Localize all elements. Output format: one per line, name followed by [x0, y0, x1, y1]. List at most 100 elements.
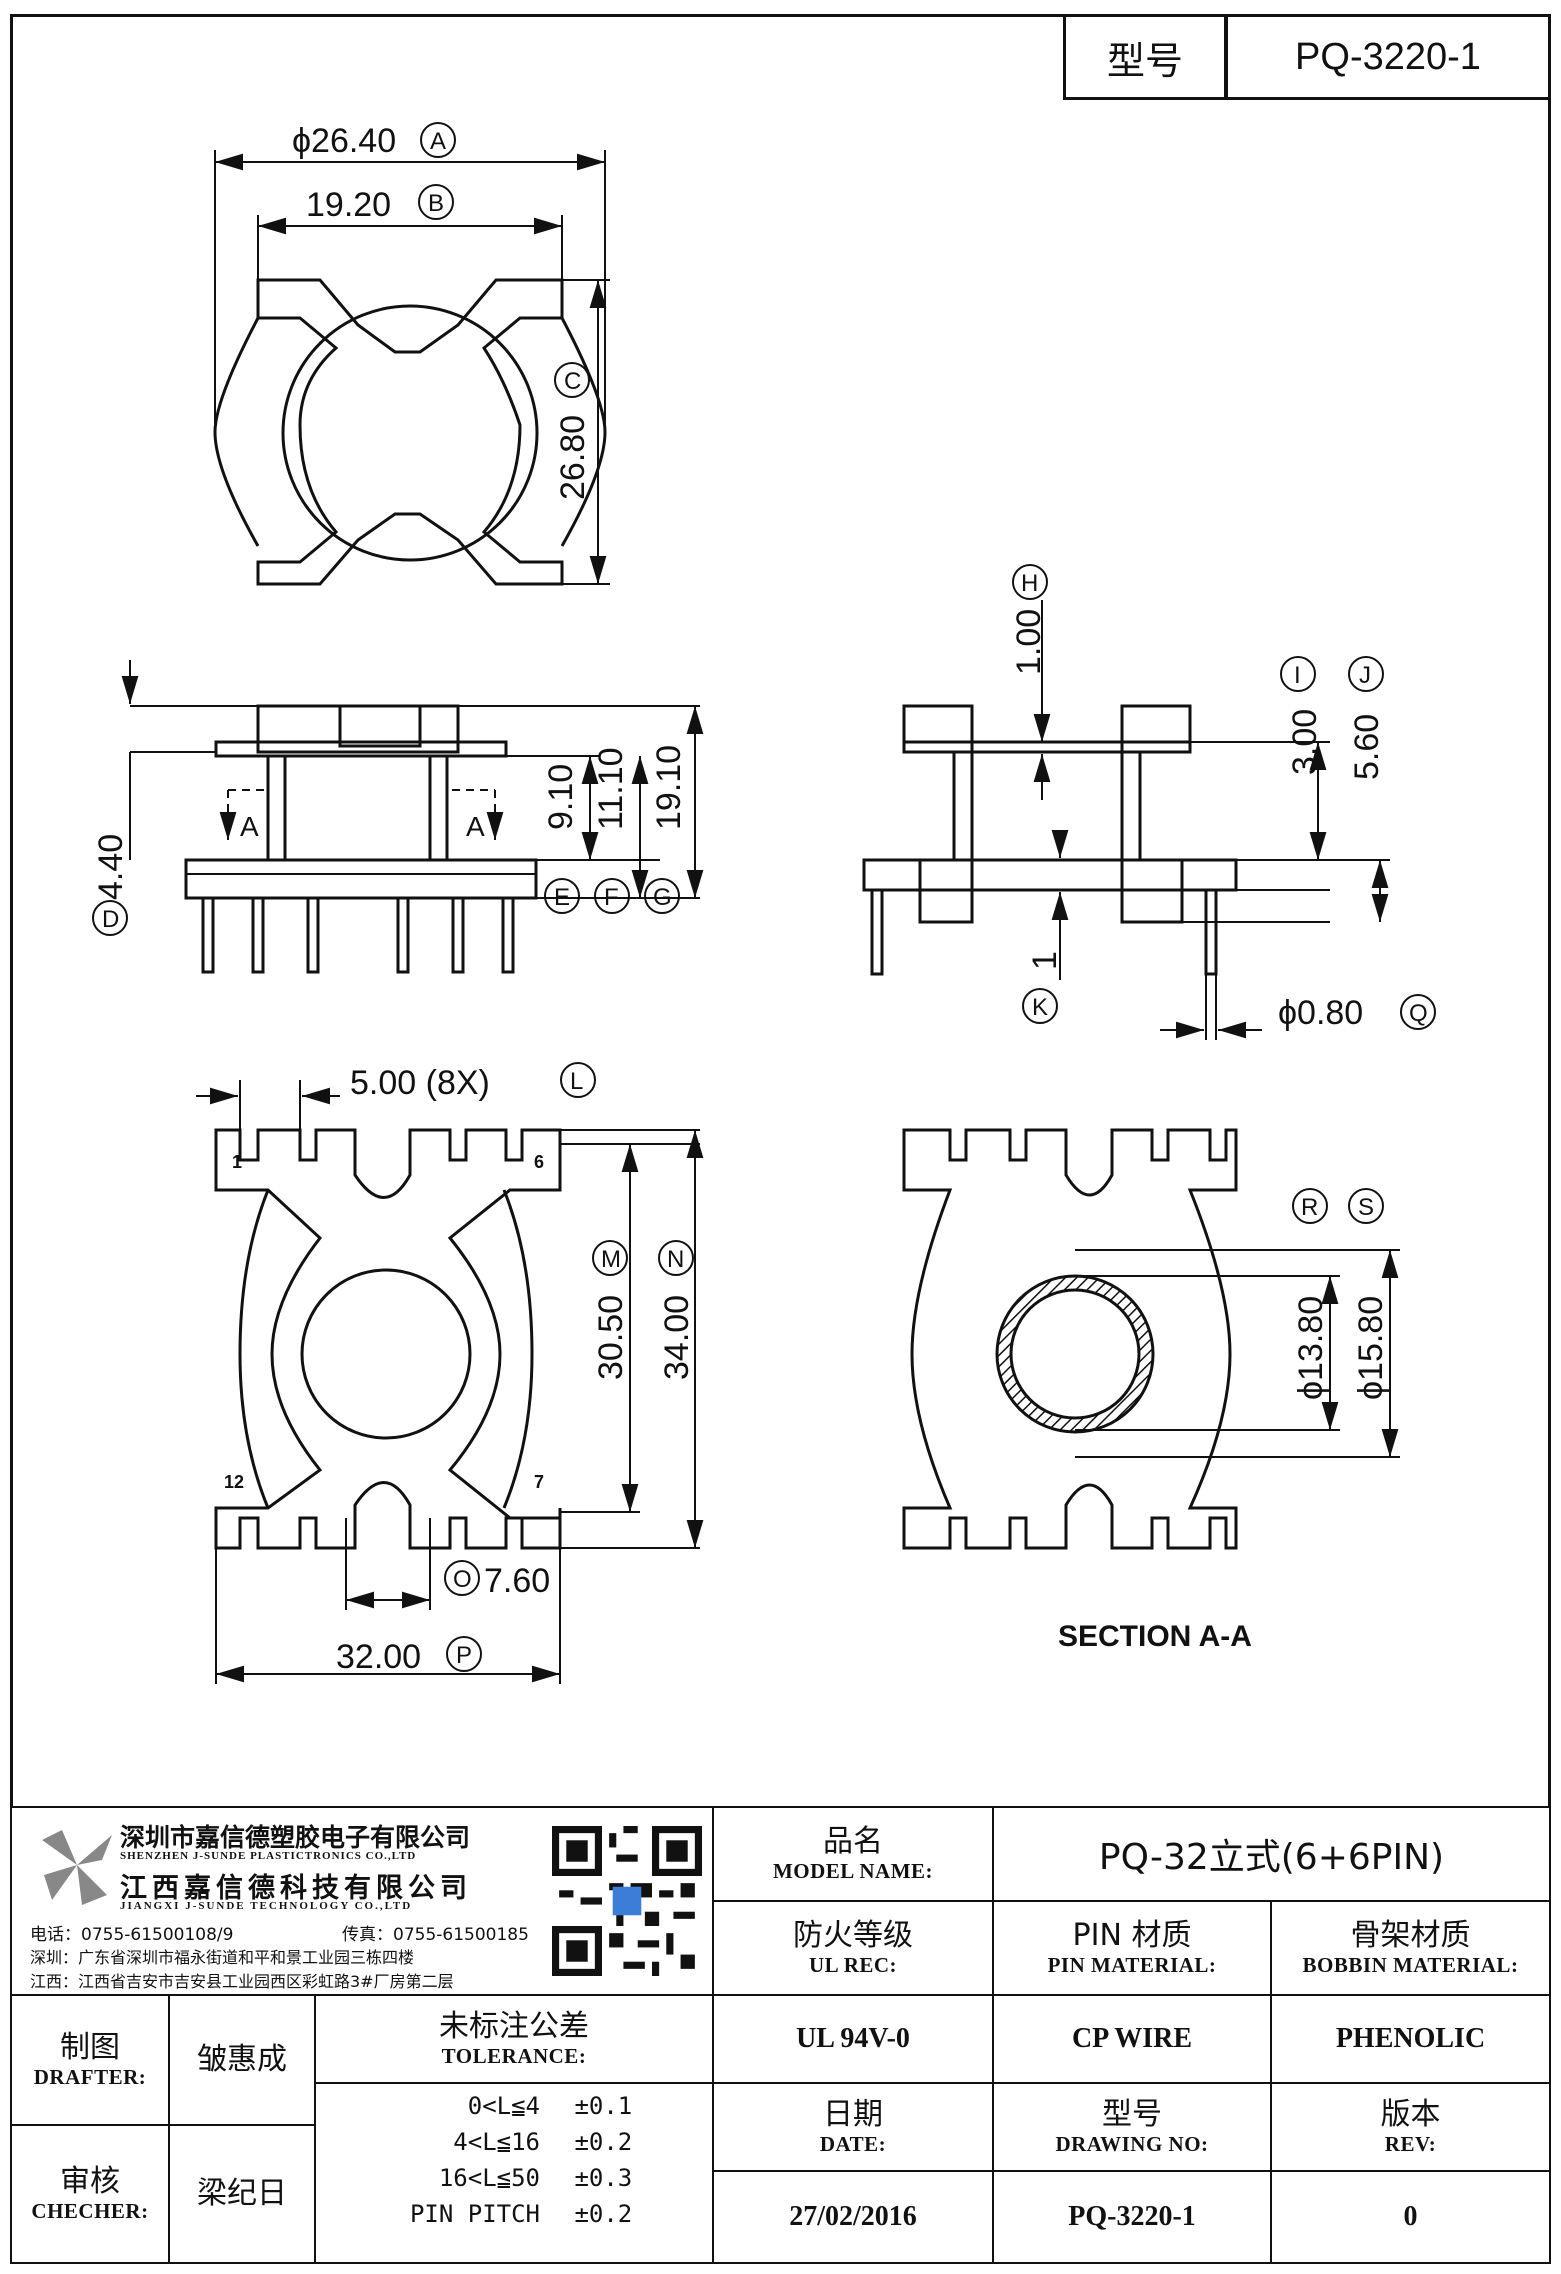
- rev-label-en: REV:: [1384, 2131, 1437, 2156]
- drawing-no-label-cell: 型号 DRAWING NO:: [992, 2082, 1272, 2172]
- dim-p-tag: P: [456, 1642, 472, 1669]
- dim-g-tag: G: [653, 884, 672, 911]
- qr-code-icon: [552, 1826, 702, 1976]
- dim-s-label: ϕ15.80: [1352, 1296, 1390, 1400]
- dim-h-tag: H: [1021, 570, 1038, 597]
- tolerance-row: 4<L≦16 ±0.2: [360, 2128, 660, 2156]
- tolerance-value: ±0.2: [574, 2200, 633, 2228]
- dim-e-tag: E: [554, 884, 570, 911]
- checker-value: 梁纪日: [197, 2175, 287, 2211]
- bobbin-material-label-en: BOBBIN MATERIAL:: [1302, 1952, 1519, 1977]
- dim-n-tag: N: [667, 1246, 684, 1273]
- header-model-value: PQ-3220-1: [1225, 14, 1551, 100]
- pin-material-value-cell: CP WIRE: [992, 1994, 1272, 2084]
- drafter-value: 皱惠成: [197, 2041, 287, 2077]
- dim-h-label: 1.00: [1010, 609, 1048, 675]
- section-mark-left: A: [240, 811, 259, 842]
- dim-e-label: 9.10: [542, 764, 580, 830]
- top-view: [213, 150, 610, 586]
- dim-b-tag: B: [428, 190, 444, 217]
- dim-j-tag: J: [1359, 662, 1371, 689]
- ul-label-en: UL REC:: [808, 1952, 898, 1977]
- pin-7-label: 7: [534, 1472, 544, 1492]
- company-addr-jx: 江西：江西省吉安市吉安县工业园西区彩虹路3#厂房第二层: [30, 1972, 454, 1991]
- model-name-label-cn: 品名: [823, 1824, 883, 1860]
- tolerance-row: PIN PITCH ±0.2: [360, 2200, 660, 2228]
- dim-q-tag: Q: [1409, 1000, 1428, 1027]
- drafter-label-cell: 制图 DRAFTER:: [10, 1994, 170, 2126]
- date-value: 27/02/2016: [789, 2201, 917, 2232]
- drawing-no-value-cell: PQ-3220-1: [992, 2170, 1272, 2264]
- dim-g-label: 19.10: [650, 745, 688, 830]
- bobbin-material-value: PHENOLIC: [1335, 2023, 1486, 2054]
- pin-material-value: CP WIRE: [1071, 2023, 1193, 2054]
- tolerance-label-cell: 未标注公差 TOLERANCE:: [314, 1994, 714, 2084]
- dim-n-label: 34.00: [658, 1295, 696, 1380]
- dim-d-label: 4.40: [92, 834, 130, 900]
- dim-o-label: 7.60: [484, 1562, 550, 1600]
- tolerance-range: 4<L≦16: [453, 2128, 540, 2156]
- drafter-value-cell: 皱惠成: [168, 1994, 316, 2126]
- dim-o-tag: O: [453, 1566, 472, 1593]
- section-side-view: [862, 600, 1390, 1040]
- company-name-en-2: JIANGXI J-SUNDE TECHNOLOGY CO.,LTD: [120, 1900, 413, 1912]
- dim-l-tag: L: [570, 1068, 583, 1095]
- bottom-view: [196, 1080, 704, 1684]
- ul-value-cell: UL 94V-0: [712, 1994, 994, 2084]
- drawing-no-value: PQ-3220-1: [1068, 2201, 1196, 2232]
- tolerance-row: 0<L≦4 ±0.1: [360, 2092, 660, 2120]
- dim-b-label: 19.20: [306, 186, 391, 224]
- rev-value-cell: 0: [1270, 2170, 1551, 2264]
- dim-s-tag: S: [1358, 1194, 1374, 1221]
- dimension-labels: ϕ26.40 A 19.20 B 26.80 C 4.40 D 9.10 11.…: [92, 122, 1436, 1676]
- tolerance-value: ±0.2: [574, 2128, 633, 2156]
- dim-j-label: 5.60: [1348, 714, 1386, 780]
- drafter-label-en: DRAFTER:: [33, 2064, 147, 2089]
- dim-k-label: 1: [1026, 951, 1064, 970]
- ul-label-cn: 防火等级: [793, 1918, 913, 1954]
- dim-r-label: ϕ13.80: [1292, 1296, 1330, 1400]
- dim-l-label: 5.00 (8X): [350, 1064, 490, 1102]
- tolerance-range: PIN PITCH: [409, 2200, 540, 2228]
- company-name-cn-1: 深圳市嘉信德塑胶电子有限公司: [120, 1823, 471, 1852]
- dim-c-tag: C: [564, 368, 581, 395]
- section-mark-right: A: [466, 811, 485, 842]
- technical-drawing: ϕ26.40 A 19.20 B 26.80 C 4.40 D 9.10 11.…: [92, 122, 1436, 1684]
- company-fax: 传真：0755-61500185: [342, 1925, 529, 1945]
- drawing-no-label-cn: 型号: [1102, 2097, 1162, 2133]
- tolerance-value: ±0.1: [574, 2092, 633, 2120]
- header-model-label: 型号: [1063, 14, 1227, 100]
- pin-1-label: 1: [232, 1152, 242, 1172]
- dim-f-label: 11.10: [592, 747, 630, 830]
- company-tel: 电话：0755-61500108/9: [30, 1925, 234, 1945]
- header-model-value-text: PQ-3220-1: [1295, 35, 1481, 78]
- bobbin-material-value-cell: PHENOLIC: [1270, 1994, 1551, 2084]
- tolerance-label-en: TOLERANCE:: [441, 2043, 587, 2068]
- pin-material-label-cn: PIN 材质: [1072, 1918, 1192, 1954]
- dim-a-tag: A: [430, 128, 446, 155]
- dim-m-label: 30.50: [592, 1295, 630, 1380]
- model-name-value: PQ-32立式(6+6PIN): [1098, 1837, 1445, 1878]
- bobbin-material-label-cn: 骨架材质: [1350, 1918, 1471, 1954]
- checker-label-en: CHECHER:: [31, 2198, 149, 2223]
- model-name-label-cell: 品名 MODEL NAME:: [712, 1806, 994, 1902]
- ul-value: UL 94V-0: [796, 2023, 910, 2054]
- section-title: SECTION A-A: [1058, 1620, 1252, 1653]
- checker-label-cell: 审核 CHECHER:: [10, 2124, 170, 2264]
- tolerance-row: 16<L≦50 ±0.3: [360, 2164, 660, 2192]
- dim-r-tag: R: [1301, 1194, 1318, 1221]
- pin-material-label-en: PIN MATERIAL:: [1047, 1952, 1217, 1977]
- drawing-no-label-en: DRAWING NO:: [1055, 2131, 1209, 2156]
- dim-p-label: 32.00: [336, 1638, 421, 1676]
- pin-6-label: 6: [534, 1152, 544, 1172]
- side-view: [121, 660, 704, 974]
- dim-f-tag: F: [604, 884, 619, 911]
- model-name-label-en: MODEL NAME:: [772, 1858, 934, 1883]
- bobbin-material-label-cell: 骨架材质 BOBBIN MATERIAL:: [1270, 1900, 1551, 1996]
- company-block: 深圳市嘉信德塑胶电子有限公司 SHENZHEN J-SUNDE PLASTICT…: [10, 1806, 714, 1996]
- company-addr-sz: 深圳：广东省深圳市福永街道和平和景工业园三栋四楼: [30, 1948, 415, 1967]
- dim-c-label: 26.80: [554, 415, 592, 500]
- dim-m-tag: M: [601, 1246, 621, 1273]
- pin-material-label-cell: PIN 材质 PIN MATERIAL:: [992, 1900, 1272, 1996]
